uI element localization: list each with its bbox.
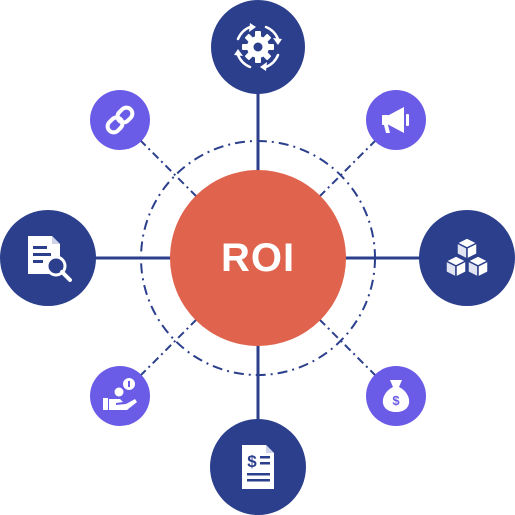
node-bottom[interactable]: $ [210,419,306,515]
connector-bottom-left [139,319,197,377]
svg-text:$: $ [247,452,257,471]
megaphone-icon [382,107,409,133]
svg-text:$: $ [392,393,400,408]
gear-cycle-icon [234,23,282,71]
node-top-left[interactable] [90,90,150,150]
money-bag-icon: $ [382,380,410,412]
link-icon [105,105,135,135]
node-bottom-left[interactable] [90,366,150,426]
connector-top-left [139,139,197,197]
document-search-icon [28,236,72,282]
orbit-ring [140,140,376,376]
cubes-icon [445,237,489,278]
roi-center-circle [170,170,346,346]
connector-bottom-right [319,319,377,377]
hand-coins-icon [103,378,137,410]
invoice-dollar-icon: $ [242,445,274,489]
node-right[interactable] [419,210,515,306]
node-bottom-right[interactable]: $ [366,366,426,426]
connector-top-right [319,139,377,197]
dashed-connectors [139,139,377,377]
node-left[interactable] [0,210,96,306]
node-top-right[interactable] [366,90,426,150]
solid-connectors [95,90,420,420]
node-top[interactable] [211,0,305,94]
